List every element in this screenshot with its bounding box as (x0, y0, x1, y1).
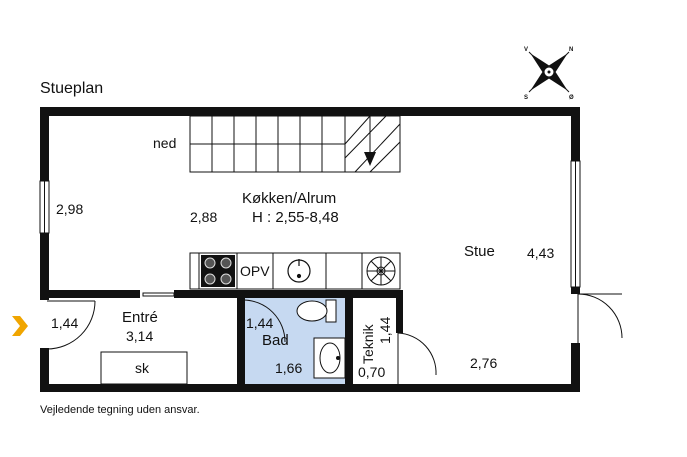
entry-door (46, 300, 96, 350)
entry-door-dimension: 1,44 (51, 315, 78, 331)
kitchen-sink-icon (287, 259, 311, 283)
bath-door (242, 299, 286, 343)
technical-dimension: 1,44 (377, 317, 393, 344)
living-area: 4,43 (527, 245, 554, 261)
wardrobe-label: sk (135, 360, 150, 376)
disclaimer: Vejledende tegning uden ansvar. (40, 404, 200, 416)
outer-walls (40, 107, 580, 392)
kitchen-height: H : 2,55-8,48 (252, 209, 339, 226)
kitchen-name: Køkken/Alrum (242, 190, 336, 207)
wardrobe (100, 351, 188, 385)
bath-area: 1,66 (275, 360, 302, 376)
terrace-door (577, 293, 623, 343)
compass-rose-icon: N V S Ø (524, 47, 574, 101)
stove-icon (201, 255, 235, 287)
compass-e-label: Ø (569, 95, 574, 101)
living-bottom-dimension: 2,76 (470, 355, 497, 371)
left-window (39, 180, 50, 234)
kitchen-counter (189, 252, 401, 290)
dishwasher-label: OPV (240, 263, 270, 279)
entrance-arrow-icon (12, 316, 28, 336)
compass-v-label: V (524, 47, 528, 53)
bath-door-dimension: 1,44 (246, 315, 273, 331)
entry-name: Entré (122, 309, 158, 326)
entry-area: 3,14 (126, 328, 153, 344)
interior-walls (40, 290, 403, 392)
compass-n-label: N (569, 47, 573, 53)
plan-title: Stueplan (40, 80, 103, 97)
bath-basin-icon (313, 337, 346, 379)
bath-name: Bad (262, 332, 289, 349)
fan-icon (366, 256, 396, 286)
stairs-label: ned (153, 135, 176, 151)
staircase (189, 115, 401, 173)
toilet-icon (296, 299, 337, 323)
right-window (570, 160, 581, 288)
stair-direction-arrow-icon (364, 152, 376, 166)
technical-door (397, 332, 437, 384)
technical-name: Teknik (360, 323, 376, 364)
living-name: Stue (464, 243, 495, 260)
technical-area: 0,70 (358, 364, 385, 380)
compass-s-label: S (524, 95, 528, 101)
kitchen-area: 2,88 (190, 209, 217, 225)
left-wall-dimension: 2,98 (56, 201, 83, 217)
